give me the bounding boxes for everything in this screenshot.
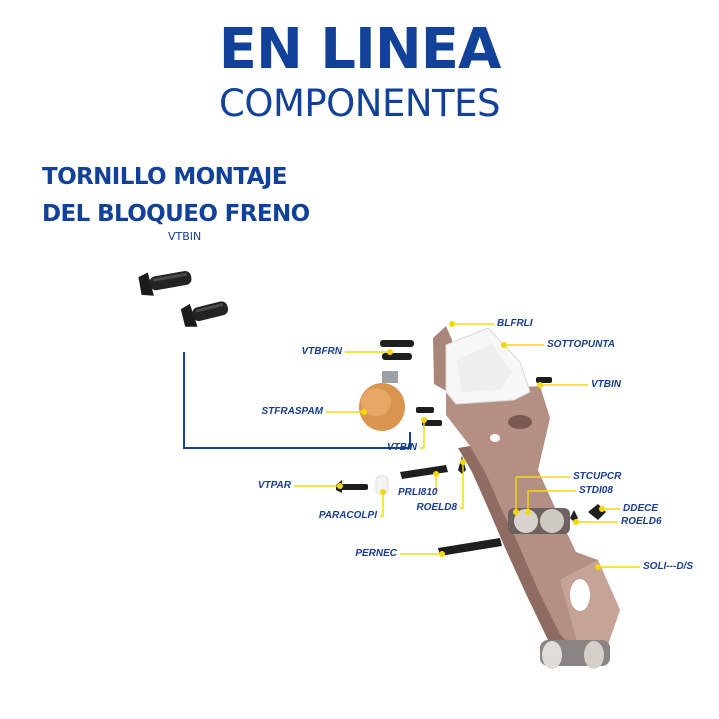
label-vtbfrn: VTBFRN: [301, 346, 342, 357]
label-stcupcr: STCUPCR: [573, 471, 622, 482]
leader-dots: [337, 321, 605, 570]
prli810-axle: [400, 465, 448, 479]
pernec-axle: [438, 538, 502, 556]
skate-frame: [433, 326, 620, 669]
product-screws-image: [138, 271, 229, 327]
label-stdi08: STDI08: [579, 485, 613, 496]
label-roeld8: ROELD8: [416, 502, 457, 513]
roeld8-clip: [458, 456, 466, 474]
vtbin-center-screws: [416, 407, 442, 426]
product-connector-line: [183, 352, 411, 449]
product-code: VTBIN: [168, 230, 202, 243]
label-ddece: DDECE: [623, 503, 659, 514]
product-title-line-2: DEL BLOQUEO FRENO: [42, 201, 310, 227]
vtbin-right-screw: [536, 377, 552, 383]
brand-title-en-linea: EN LINEA: [218, 17, 502, 82]
stfraspam-bumper: [359, 371, 405, 431]
label-vtbin-right: VTBIN: [591, 379, 621, 390]
label-blfrli: BLFRLI: [497, 318, 533, 329]
leader-lines: [294, 323, 640, 568]
vtbfrn-screws: [380, 340, 414, 360]
label-soli-ds: SOLI---D/S: [643, 561, 693, 572]
label-prli810: PRLI810: [398, 487, 438, 498]
label-pernec: PERNEC: [355, 548, 397, 559]
label-sottopunta: SOTTOPUNTA: [547, 339, 615, 350]
label-roeld6: ROELD6: [621, 516, 662, 527]
label-vtpar: VTPAR: [257, 480, 291, 491]
screw-lower: [180, 301, 229, 327]
label-paracolpi: PARACOLPI: [318, 510, 377, 521]
product-title-line-1: TORNILLO MONTAJE: [42, 164, 287, 190]
screw-upper: [138, 271, 192, 296]
brand-subtitle-componentes: COMPONENTES: [218, 82, 501, 125]
label-stfraspam: STFRASPAM: [261, 406, 323, 417]
label-vtbin-center: VTBIN: [387, 442, 417, 453]
